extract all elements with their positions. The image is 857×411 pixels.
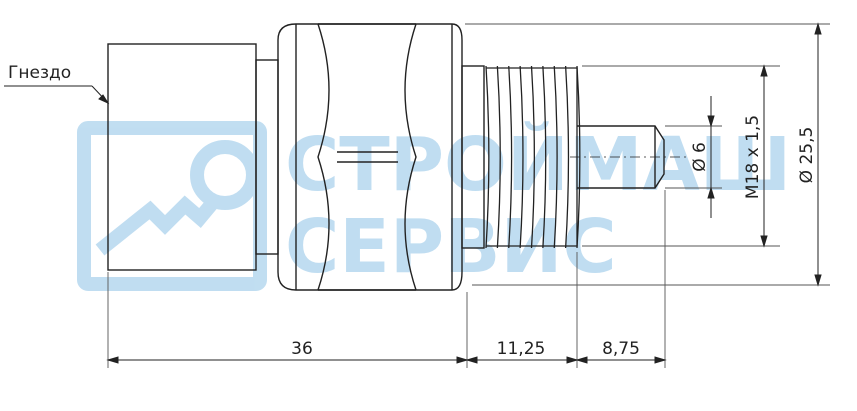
watermark-line-1: СТРОЙМАШ: [285, 120, 791, 208]
dim-pin-diameter: Ø 6: [690, 142, 710, 172]
horizontal-dimension-line: [106, 356, 667, 364]
thread-ridge: [519, 65, 524, 249]
dim-thread-spec: M18 x 1,5: [743, 115, 763, 199]
callout-leader: [4, 85, 110, 105]
dim-overall-length: 36: [291, 339, 313, 359]
watermark-line-2: СЕРВИС: [285, 204, 617, 290]
thread-ridge: [564, 65, 570, 249]
thread-ridge: [553, 65, 558, 249]
thread-ridge: [508, 65, 513, 249]
callout-label: Гнездо: [8, 63, 71, 83]
watermark-logo-icon: [77, 121, 267, 291]
thread-ridge: [485, 65, 490, 249]
dim-outer-diameter: Ø 25,5: [797, 127, 817, 184]
dim-pin-length: 8,75: [602, 339, 640, 359]
thread-section: [485, 65, 581, 249]
hex-nut: [277, 23, 463, 291]
thread-ridge: [542, 65, 547, 249]
dim-thread-length: 11,25: [497, 339, 546, 359]
thread-ridge: [496, 65, 501, 249]
thread-ridge: [530, 65, 535, 249]
collar: [461, 65, 485, 249]
extension-lines: [107, 23, 830, 368]
vertical-dimension-lines: [707, 22, 822, 287]
